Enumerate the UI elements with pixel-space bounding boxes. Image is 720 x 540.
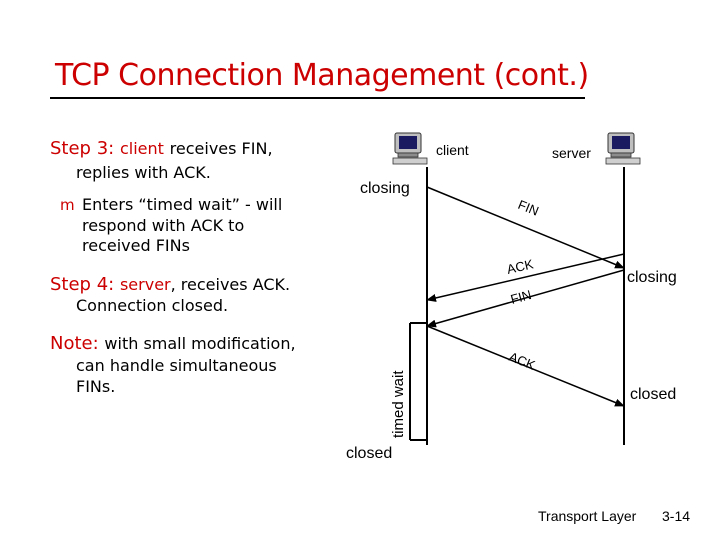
bullet-icon: m: [60, 196, 75, 214]
fin-arrow-1: [426, 186, 625, 269]
note-line2: can handle simultaneous: [76, 356, 277, 375]
step3-bullet-line3: received FINs: [82, 236, 190, 255]
timed-wait-label: timed wait: [390, 370, 407, 438]
step3-line2: replies with ACK.: [76, 163, 211, 182]
ack-arrow-2: [426, 325, 625, 407]
note-text1: with small modification,: [104, 334, 296, 353]
note-label: Note:: [50, 333, 99, 354]
client-label: client: [436, 142, 469, 158]
step3-line1: Step 3: client receives FIN,: [50, 138, 273, 159]
step4-line2: Connection closed.: [76, 296, 229, 315]
footer-section: Transport Layer: [538, 508, 637, 524]
server-closing-label: closing: [627, 269, 677, 286]
step3-label: Step 3:: [50, 138, 115, 159]
server-label: server: [552, 145, 591, 161]
step3-text: receives FIN,: [169, 139, 273, 158]
client-closed-label: closed: [346, 445, 392, 462]
ack-arrow-1: [426, 253, 625, 302]
step4-line1: Step 4: server, receives ACK.: [50, 274, 290, 295]
client-closing-label: closing: [360, 180, 410, 197]
step3-client-word: client: [119, 139, 164, 158]
step4-text: , receives ACK.: [170, 275, 291, 294]
note-line1: Note: with small modification,: [50, 333, 296, 354]
fin-label-1: FIN: [516, 197, 541, 219]
ack-label-2: ACK: [507, 349, 538, 373]
fin-label-2: FIN: [509, 287, 533, 307]
step3-bullet-line2: respond with ACK to: [82, 216, 245, 235]
page-title: TCP Connection Management (cont.): [55, 58, 589, 93]
computer-icon: [605, 132, 641, 165]
step3-bullet-line1: Enters “timed wait” - will: [82, 195, 283, 214]
server-closed-label: closed: [630, 386, 676, 403]
title-underline: [50, 97, 585, 99]
step4-server-word: server: [119, 275, 171, 294]
step4-label: Step 4:: [50, 274, 115, 295]
footer-page-number: 3-14: [662, 508, 691, 524]
fin-arrow-2: [426, 269, 625, 328]
computer-icon: [392, 132, 428, 165]
note-line3: FINs.: [76, 377, 116, 396]
ack-label-1: ACK: [505, 256, 535, 277]
